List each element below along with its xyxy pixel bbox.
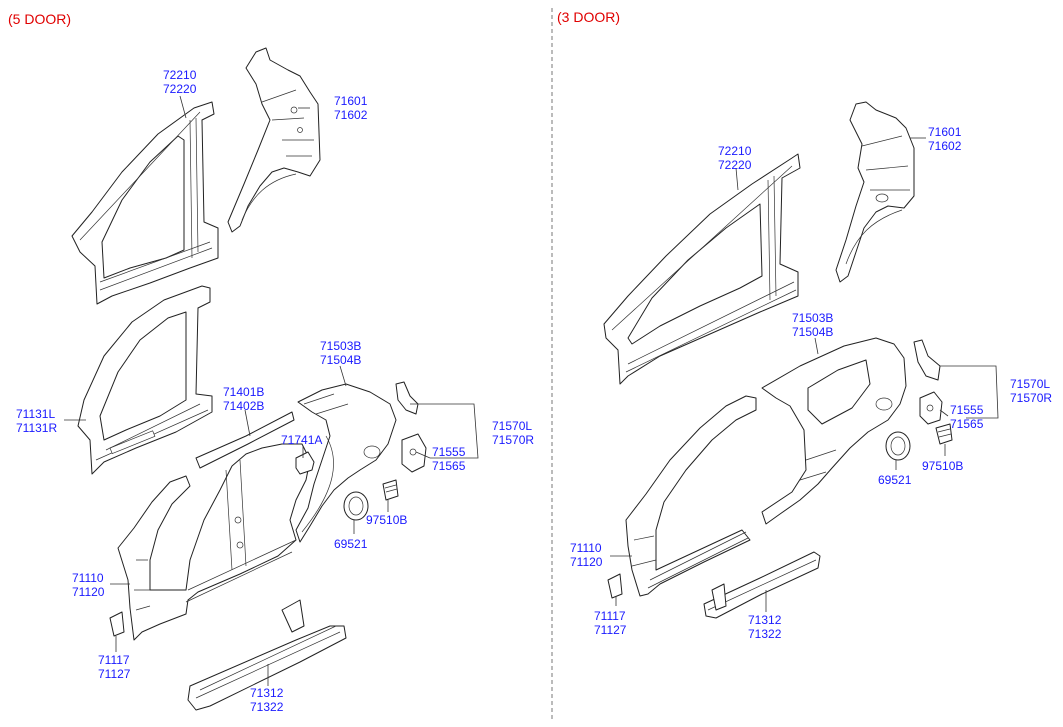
part-72210-outer-frame (71, 101, 219, 305)
label-71120-3door: 71120 (570, 555, 603, 569)
part-71117-bracket-3door (607, 573, 623, 599)
part-71110-side-outer (117, 443, 311, 641)
label-71117: 71117 (98, 653, 130, 667)
part-71555-reinforcement (401, 433, 427, 473)
label-71570L: 71570L (492, 419, 532, 433)
label-71312: 71312 (250, 686, 284, 700)
label-71117-3door: 71117 (594, 609, 626, 623)
section-title-3-door: (3 DOOR) (557, 9, 620, 25)
label-71312-3door: 71312 (748, 613, 782, 627)
label-72220-3door: 72220 (718, 158, 752, 172)
part-71570L-small-panel-3door (913, 339, 941, 381)
label-71565: 71565 (432, 459, 466, 473)
label-71127: 71127 (98, 667, 131, 681)
label-71555: 71555 (432, 445, 466, 459)
part-72210-outer-frame-3door (603, 153, 801, 385)
label-97510B-3door: 97510B (922, 459, 963, 473)
part-71401B-roof-rail (195, 411, 295, 469)
part-71312-side-sill (187, 599, 347, 711)
part-71555-reinforcement-3door (919, 391, 943, 425)
label-71110-3door: 71110 (570, 541, 602, 555)
part-71601-rear-inner (227, 47, 321, 233)
label-71570R: 71570R (492, 433, 534, 447)
label-71741A: 71741A (281, 433, 322, 447)
label-69521-3door: 69521 (878, 473, 912, 487)
label-71504B: 71504B (320, 353, 361, 367)
label-71555-3door: 71555 (950, 403, 984, 417)
leader-lines-left (64, 95, 479, 686)
label-71602: 71602 (334, 108, 368, 122)
label-72210-3door: 72210 (718, 144, 752, 158)
part-69521-fuel-housing (343, 491, 369, 521)
label-71504B-3door: 71504B (792, 325, 833, 339)
label-72210: 72210 (163, 68, 197, 82)
section-title-5-door: (5 DOOR) (8, 11, 71, 27)
leader-lines-right (610, 137, 999, 612)
label-72220: 72220 (163, 82, 197, 96)
part-97510B-vent-3door (935, 423, 953, 445)
part-69521-fuel-housing-3door (885, 431, 911, 461)
part-71117-bracket (109, 611, 125, 637)
label-71322-3door: 71322 (748, 627, 782, 641)
labels-right: 72210 72220 71601 71602 71503B 71504B 71… (570, 125, 1052, 641)
label-71503B-3door: 71503B (792, 311, 833, 325)
part-71503B-rear-outer (295, 383, 397, 543)
part-71570L-small-panel (395, 381, 419, 415)
label-71570R-3door: 71570R (1010, 391, 1052, 405)
label-71131L: 71131L (16, 407, 55, 421)
label-71601: 71601 (334, 94, 368, 108)
label-71110: 71110 (72, 571, 104, 585)
label-71503B: 71503B (320, 339, 361, 353)
part-71131-inner-frame (77, 285, 213, 475)
part-71503B-side-outer-3door (761, 337, 907, 525)
label-71402B: 71402B (223, 399, 264, 413)
label-71401B: 71401B (223, 385, 264, 399)
label-71131R: 71131R (16, 421, 57, 435)
label-71322: 71322 (250, 700, 284, 714)
part-71741A-bracket (295, 451, 315, 475)
label-71601-3door: 71601 (928, 125, 962, 139)
part-71312-side-sill-3door (703, 551, 821, 619)
part-71110-side-outer-3door (625, 395, 757, 597)
part-97510B-vent (382, 479, 399, 501)
label-69521: 69521 (334, 537, 368, 551)
label-71602-3door: 71602 (928, 139, 962, 153)
label-71127-3door: 71127 (594, 623, 627, 637)
part-71601-rear-inner-3door (835, 101, 915, 283)
label-71565-3door: 71565 (950, 417, 984, 431)
label-97510B: 97510B (366, 513, 407, 527)
label-71120: 71120 (72, 585, 105, 599)
labels-left: 72210 72220 71601 71602 71131L 71131R 71… (16, 68, 534, 714)
label-71570L-3door: 71570L (1010, 377, 1050, 391)
